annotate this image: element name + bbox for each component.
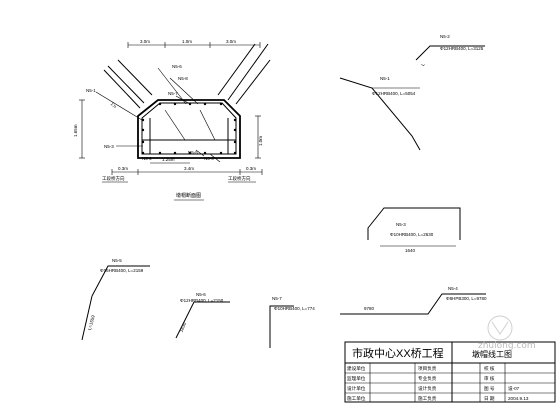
dim-top-left: 3.0m: [140, 39, 150, 44]
n51-spec: Φ12HRB400, L=5054: [372, 91, 416, 96]
row-role: 设计负责: [418, 385, 437, 392]
n57-label: N5-7: [272, 296, 282, 301]
row-role: 施工负责: [418, 395, 437, 402]
n55-spec: Φ16HRB400, L=2159: [100, 268, 144, 273]
n55-dim: L=1559: [87, 314, 96, 330]
detail-n5-6: N5-6 Φ12HRB400, L=2150 1830: [175, 292, 230, 339]
label-n5-3: N5-3: [104, 144, 114, 149]
watermark-text: zhulong.com: [478, 341, 536, 351]
n54-dim: 9780: [364, 306, 375, 311]
n56-spec: Φ12HRB400, L=2150: [180, 298, 224, 303]
row-role2: 图 号: [484, 386, 495, 392]
label-n5-5: N5-5: [188, 150, 198, 155]
dim-inner-width: 1.25m: [162, 157, 175, 162]
section-caption: 墩帽断面图: [176, 192, 201, 199]
n56-dim: 1830: [178, 321, 187, 333]
row-role: 专业负责: [418, 375, 437, 382]
n53-spec: Φ10HRB400, L=2630: [390, 232, 434, 237]
detail-n5-3: N5-3 Φ10HRB400, L=2630 1640: [367, 207, 461, 253]
dim-top-right: 3.0m: [226, 39, 236, 44]
n52-spec: Φ12HRB400, L=3125: [440, 46, 484, 51]
dir-right: 工段桥方向: [228, 175, 251, 182]
n54-spec: Φ8HPB300, L=9780: [446, 296, 487, 301]
label-n5-4: N5-4: [204, 156, 214, 161]
row-label: 施工单位: [347, 395, 366, 402]
dir-left: 工段桥方向: [102, 175, 125, 182]
label-n5-2: N5-2: [142, 156, 152, 161]
row-role: 项目负责: [418, 365, 437, 372]
n53-label: N5-3: [396, 222, 406, 227]
detail-n5-5: N5-5 Φ16HRB400, L=2159 L=1559: [81, 258, 150, 341]
rebar-dots: [141, 102, 237, 155]
n51-label: N5-1: [380, 76, 390, 81]
dim-bottom-left: 0.3m: [118, 166, 128, 171]
row-label: 监理单位: [347, 375, 366, 382]
n53-dim: 1640: [405, 248, 416, 253]
n56-label: N5-6: [196, 292, 206, 297]
dim-bottom-width: 3.4m: [184, 166, 194, 171]
label-n5-7: N5-7: [168, 91, 178, 96]
label-n5-8: N5-8: [178, 76, 188, 81]
project-name: 市政中心XX桥工程: [352, 346, 444, 360]
slope-label: 1:n: [110, 101, 118, 109]
dim-left-height: 1.65m: [73, 124, 78, 137]
title-block: 市政中心XX桥工程 墩帽线工图 建设单位 项目负责 校 核 监理单位 专业负责 …: [344, 341, 556, 403]
label-n5-1: N5-1: [86, 88, 96, 93]
pier-cap-section: 3.0m 1.0m 3.0m 1.65m 1.0m 1.25m 0.3m 3.4…: [73, 39, 271, 201]
n55-label: N5-5: [112, 258, 122, 263]
detail-n5-2: N5-2 Φ12HRB400, L=3125 L: [415, 34, 485, 67]
n57-spec: Φ10HRB400, L=774: [274, 306, 315, 311]
row-role2: 日 期: [484, 396, 495, 402]
drawing-title: 墩帽线工图: [472, 349, 512, 359]
row-val: 2004.9.13: [508, 396, 529, 401]
dim-top-mid: 1.0m: [182, 39, 192, 44]
row-role2: 校 核: [484, 365, 495, 372]
row-label: 设计单位: [347, 385, 366, 392]
detail-n5-7: N5-7 Φ10HRB400, L=774: [269, 296, 315, 348]
cap-outline: [137, 99, 241, 159]
n52-label: N5-2: [440, 34, 450, 39]
label-n5-6: N5-6: [172, 64, 182, 69]
svg-text:L: L: [420, 62, 426, 67]
n54-label: N5-4: [448, 286, 458, 291]
row-val: 设-07: [508, 385, 520, 392]
dim-bottom-right: 0.3m: [246, 166, 256, 171]
row-role2: 审 核: [484, 375, 495, 382]
row-label: 建设单位: [347, 365, 366, 372]
watermark-logo: zhulong.com: [478, 315, 536, 351]
dim-right-height: 1.0m: [258, 136, 263, 146]
detail-n5-4: N5-4 Φ8HPB300, L=9780 9780: [340, 286, 487, 315]
detail-n5-1: N5-1 Φ12HRB400, L=5054: [339, 76, 421, 151]
